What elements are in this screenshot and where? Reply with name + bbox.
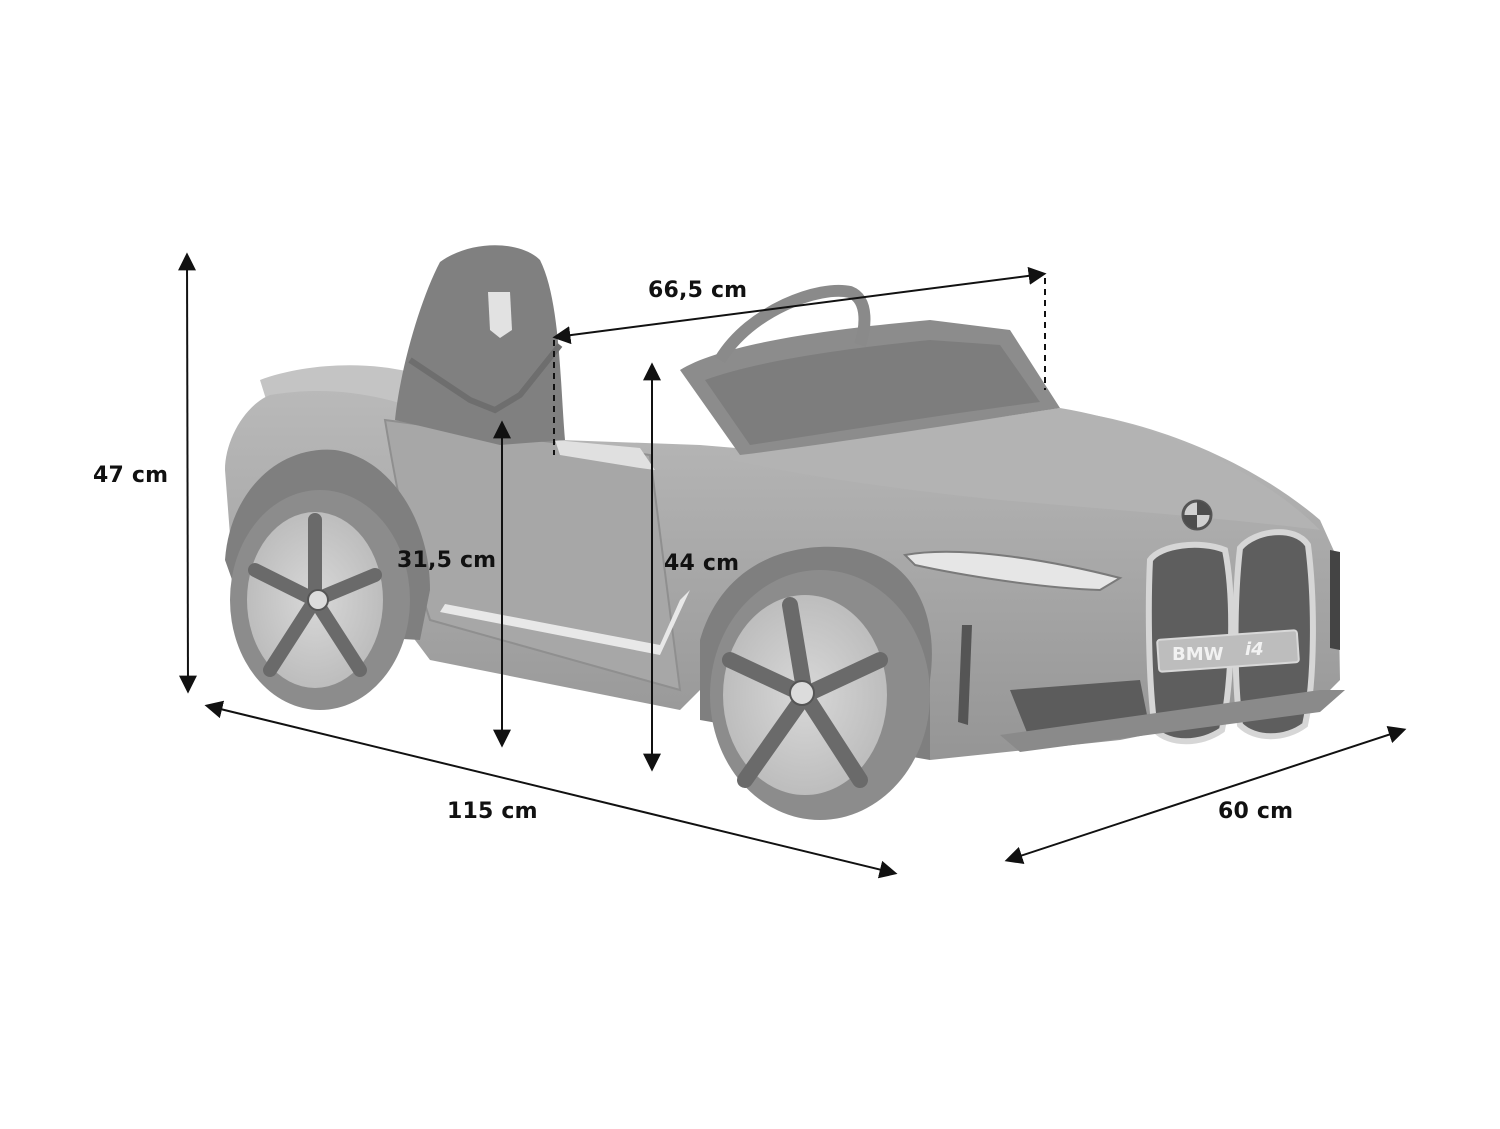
length-label: 115 cm (447, 799, 538, 824)
width-arrow (1004, 725, 1407, 865)
rear-wheel (230, 490, 410, 710)
plate-left-text: BMW (1172, 644, 1224, 665)
overall-height-arrow (178, 252, 197, 694)
length-arrow (204, 700, 898, 879)
door-height-label: 44 cm (664, 551, 740, 576)
front-wheel (710, 570, 930, 820)
seat-width-label: 66,5 cm (648, 278, 748, 303)
seat-width-arrow (552, 266, 1047, 345)
plate-right-text: i4 (1245, 639, 1264, 660)
seat-height-label: 31,5 cm (397, 548, 497, 573)
overall-height-label: 47 cm (93, 463, 169, 488)
width-label: 60 cm (1218, 799, 1294, 824)
